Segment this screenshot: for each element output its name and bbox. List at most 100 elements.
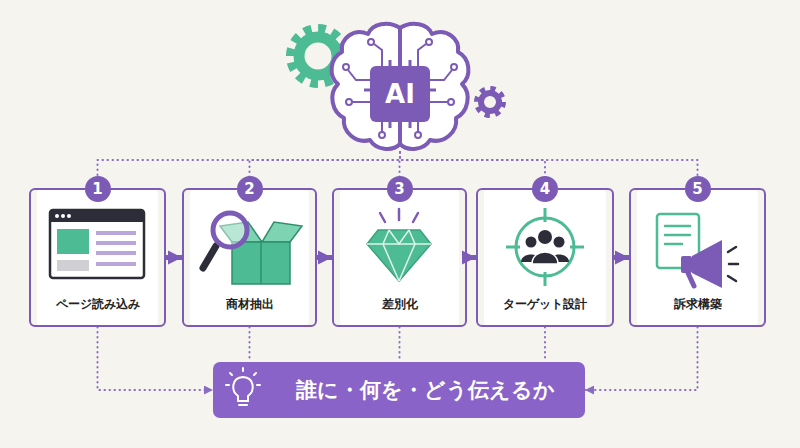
brain-icon (348, 70, 370, 80)
diamond-icon (399, 230, 415, 281)
brain-icon (417, 122, 419, 132)
brain-icon (332, 24, 469, 149)
target-icon (506, 208, 584, 286)
browser-icon (96, 262, 136, 266)
dotted-connector (98, 327, 214, 390)
step-number: 5 (685, 176, 711, 202)
appeal-icon (657, 214, 738, 288)
target-icon (526, 237, 537, 248)
brain-icon (409, 60, 412, 66)
dotted-connector (400, 152, 545, 188)
appeal-icon (665, 226, 690, 244)
diamond-icon (383, 230, 399, 281)
brain-icon (426, 39, 432, 45)
appeal-icon (665, 243, 682, 246)
brain-icon (332, 24, 469, 149)
browser-icon (96, 231, 136, 235)
browser-icon (50, 210, 144, 278)
appeal-icon (681, 256, 692, 273)
browser-icon (50, 210, 144, 278)
browser-icon (96, 251, 136, 255)
result-band: 誰に・何を・どう伝えるか (213, 362, 585, 418)
result-text: 誰に・何を・どう伝えるか (275, 362, 575, 418)
brain-icon (418, 44, 426, 66)
lightbulb-icon (226, 368, 260, 405)
step-number: 3 (387, 176, 413, 202)
diamond-icon (380, 213, 385, 222)
diamond-icon (398, 209, 401, 220)
browser-icon (67, 214, 71, 218)
process-box: 4ターゲット設計 (476, 188, 614, 327)
flow-arrow (467, 255, 476, 260)
browser-icon (96, 241, 136, 245)
gear-icon (477, 89, 503, 115)
target-icon (516, 218, 574, 276)
lightbulb-icon (239, 404, 247, 406)
dotted-connector (250, 152, 401, 188)
target-icon (544, 272, 547, 286)
process-box: 2商材抽出 (182, 188, 317, 327)
target-icon (570, 246, 584, 249)
process-box: 1ページ読み込み (29, 188, 166, 327)
target-icon (506, 246, 520, 249)
lightbulb-icon (242, 368, 244, 371)
target-icon (538, 230, 552, 244)
step-label: ページ読み込み (31, 296, 164, 313)
brain-icon (451, 64, 457, 70)
appeal-icon (729, 263, 738, 266)
diamond-icon (380, 209, 418, 222)
browser-icon (57, 260, 89, 271)
gear-icon (481, 93, 499, 111)
ai-chip-label: AI (370, 66, 430, 122)
brain-icon (381, 122, 383, 132)
step-number: 2 (237, 176, 263, 202)
brain-icon (352, 101, 370, 103)
brain-icon (374, 44, 382, 66)
diamond-icon (389, 230, 409, 244)
step-number: 1 (85, 176, 111, 202)
brain-icon (430, 101, 448, 103)
target-icon (544, 208, 547, 222)
diamond-icon (367, 230, 431, 281)
diamond-icon (413, 213, 418, 222)
appeal-icon (688, 273, 694, 286)
target-icon (506, 208, 584, 286)
dotted-connector (544, 327, 546, 362)
product-box-icon (203, 213, 302, 284)
flow-arrow (317, 255, 332, 260)
brain-icon (415, 132, 421, 138)
step-label: 差別化 (334, 296, 465, 313)
brain-icon (368, 39, 374, 45)
process-box: 3差別化 (332, 188, 467, 327)
lightbulb-icon (257, 384, 260, 386)
brain-icon (364, 60, 436, 128)
browser-icon (57, 229, 89, 254)
brain-icon (430, 70, 452, 80)
brain-icon (389, 60, 392, 66)
diamond-icon (367, 230, 431, 281)
brain-icon (364, 89, 370, 92)
target-icon (521, 230, 569, 264)
brain-icon (448, 99, 454, 105)
lightbulb-icon (254, 373, 256, 375)
appeal-icon (692, 240, 722, 288)
step-label: 商材抽出 (184, 296, 315, 313)
brain-icon (346, 99, 352, 105)
browser-icon (50, 210, 144, 222)
lightbulb-icon (226, 384, 229, 386)
appeal-icon (728, 247, 738, 281)
diamond-icon (367, 209, 431, 281)
dotted-connector (585, 327, 698, 390)
brain-icon (409, 122, 412, 128)
step-number: 4 (532, 176, 558, 202)
process-box: 5訴求構築 (629, 188, 766, 327)
appeal-icon (728, 276, 736, 281)
ai-brain: AI (330, 22, 470, 152)
browser-icon (55, 214, 59, 218)
step-label: 訴求構築 (631, 296, 764, 313)
target-icon (554, 237, 565, 248)
dotted-connector (399, 327, 401, 362)
result-band (213, 362, 585, 418)
